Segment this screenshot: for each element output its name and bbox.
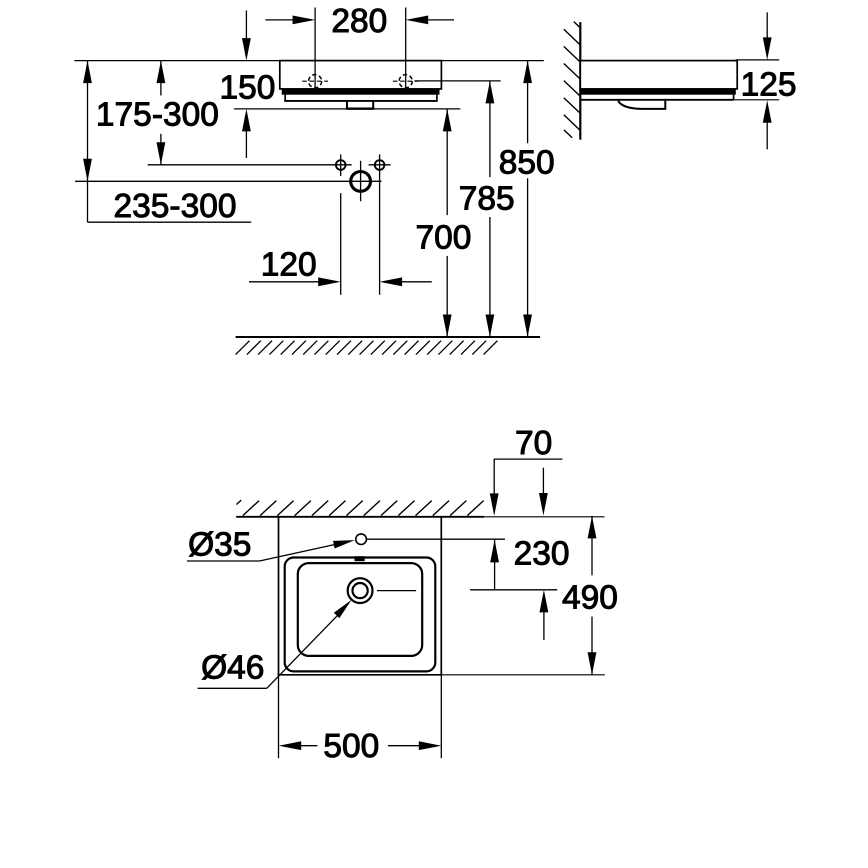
svg-text:Ø46: Ø46 [201,650,264,687]
svg-text:175-300: 175-300 [96,97,219,134]
svg-text:70: 70 [515,425,552,462]
svg-text:700: 700 [416,219,472,256]
svg-text:125: 125 [741,66,797,103]
svg-text:230: 230 [514,536,570,573]
svg-text:Ø35: Ø35 [188,527,251,564]
svg-text:120: 120 [261,247,317,284]
svg-text:850: 850 [499,144,555,181]
svg-text:785: 785 [459,180,515,217]
svg-text:500: 500 [323,728,379,765]
svg-text:280: 280 [331,3,387,40]
svg-text:235-300: 235-300 [114,188,237,225]
svg-text:490: 490 [562,579,618,616]
svg-text:150: 150 [219,70,275,107]
